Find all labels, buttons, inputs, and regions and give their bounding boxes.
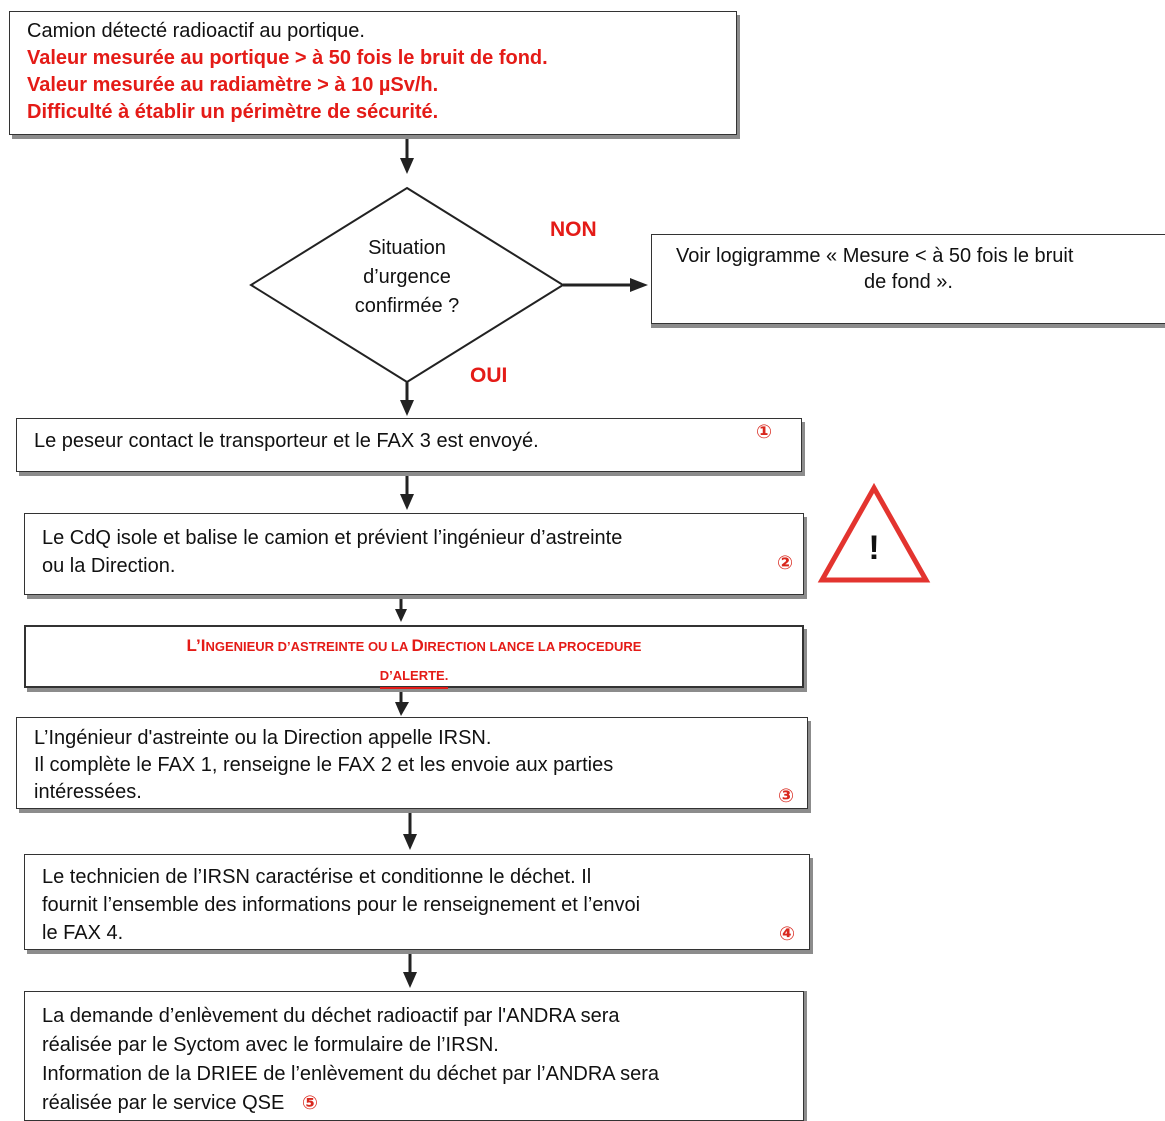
detection-box: Camion détecté radioactif au portique. V…: [9, 11, 737, 135]
no-label: NON: [550, 218, 597, 241]
step-2-line-2: ou la Direction.: [42, 555, 176, 577]
alert-line-1: L’INGENIEUR D’ASTREINTE OU LA DIRECTION …: [186, 636, 642, 655]
alert-line-2: D’ALERTE.: [379, 665, 449, 689]
arrow-3-4-head: [403, 834, 417, 850]
arrow-no-head: [630, 278, 648, 292]
step-3-badge: ③: [778, 785, 795, 807]
step-3-line-1: L’Ingénieur d'astreinte ou la Direction …: [34, 727, 492, 749]
step-4-line-3: le FAX 4.: [42, 922, 124, 944]
step-2-badge: ②: [777, 552, 794, 574]
step-4-line-1: Le technicien de l’IRSN caractérise et c…: [42, 866, 592, 888]
decision-text: Situation d’urgence confirmée ?: [300, 234, 514, 321]
alert-box: L’INGENIEUR D’ASTREINTE OU LA DIRECTION …: [24, 625, 804, 689]
step-2-line-1: Le CdQ isole et balise le camion et prév…: [42, 527, 623, 549]
arrow-4-5-head: [403, 972, 417, 988]
step-5-line-3: Information de la DRIEE de l’enlèvement …: [42, 1063, 659, 1085]
arrow-yes-head: [400, 400, 414, 416]
warning-triangle-icon: [817, 482, 931, 583]
step-3-line-3: intéressées.: [34, 781, 142, 803]
step-1-text: Le peseur contact le transporteur et le …: [34, 430, 539, 452]
arrow-1-2-head: [400, 494, 414, 510]
step-4-line-2: fournit l’ensemble des informations pour…: [42, 894, 641, 916]
side-box-line-2: de fond ».: [864, 271, 953, 293]
step-4-box: Le technicien de l’IRSN caractérise et c…: [24, 854, 810, 950]
step-3-box: L’Ingénieur d'astreinte ou la Direction …: [16, 717, 808, 809]
step-5-box: La demande d’enlèvement du déchet radioa…: [24, 991, 804, 1121]
step-5-line-4: réalisée par le service QSE ⑤: [42, 1089, 793, 1118]
arrow-to-decision-head: [400, 158, 414, 174]
decision-line-2: d’urgence: [363, 266, 451, 288]
step-4-badge: ④: [779, 923, 796, 945]
arrow-alert-3-head: [395, 702, 409, 716]
warning-exclamation: !: [868, 529, 880, 567]
detection-line-4: Difficulté à établir un périmètre de séc…: [27, 101, 439, 123]
step-3-line-2: Il complète le FAX 1, renseigne le FAX 2…: [34, 754, 614, 776]
yes-label: OUI: [470, 364, 508, 387]
step-1-box: Le peseur contact le transporteur et le …: [16, 418, 802, 472]
detection-line-3: Valeur mesurée au radiamètre > à 10 µSv/…: [27, 74, 439, 96]
arrow-2-alert-head: [395, 609, 407, 622]
side-box-line-1: Voir logigramme « Mesure < à 50 fois le …: [676, 245, 1074, 267]
step-5-line-4-text: réalisée par le service QSE: [42, 1092, 285, 1114]
decision-line-1: Situation: [368, 237, 446, 259]
decision-line-3: confirmée ?: [354, 295, 460, 317]
step-5-line-1: La demande d’enlèvement du déchet radioa…: [42, 1005, 620, 1027]
side-box: Voir logigramme « Mesure < à 50 fois le …: [651, 234, 1165, 324]
detection-line-2: Valeur mesurée au portique > à 50 fois l…: [27, 47, 548, 69]
step-5-line-2: réalisée par le Syctom avec le formulair…: [42, 1034, 499, 1056]
step-1-badge: ①: [756, 421, 773, 443]
detection-line-1: Camion détecté radioactif au portique.: [27, 20, 365, 42]
step-5-badge: ⑤: [301, 1092, 318, 1114]
step-2-box: Le CdQ isole et balise le camion et prév…: [24, 513, 804, 595]
